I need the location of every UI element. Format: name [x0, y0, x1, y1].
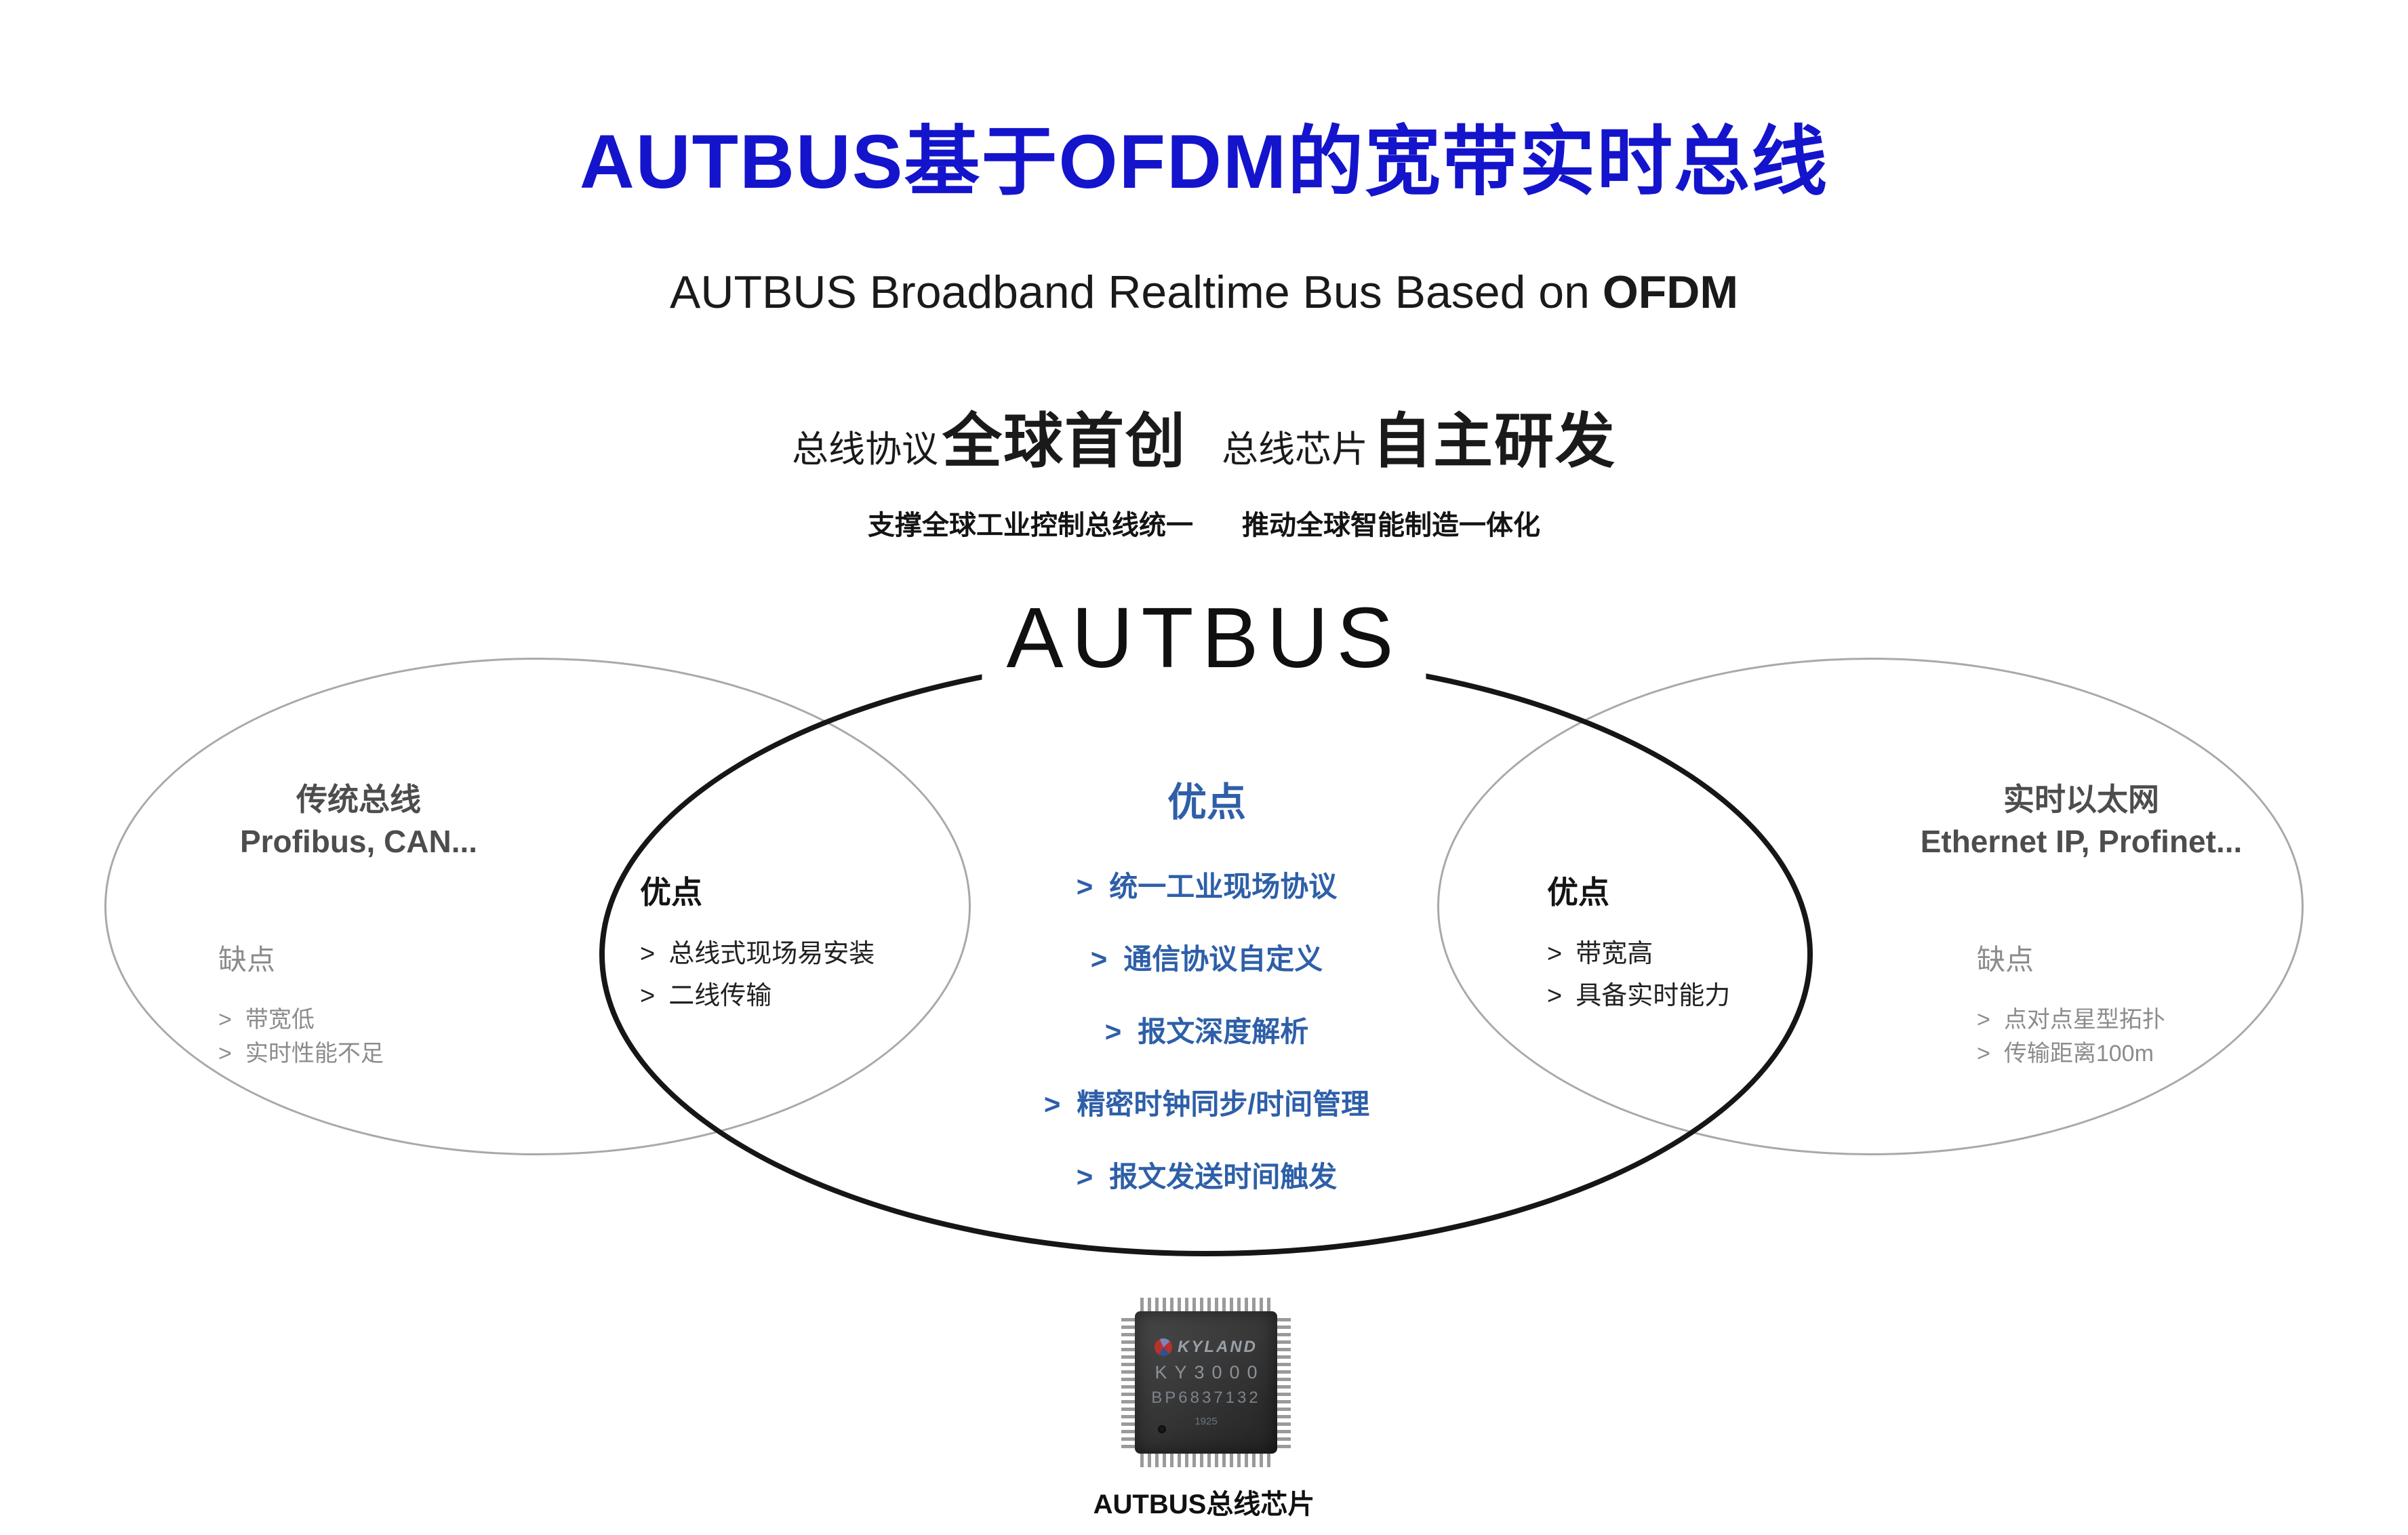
ethernet-cons-list: > 点对点星型拓扑 > 传输距离100m — [1977, 1003, 2165, 1071]
chip-pins-left — [1121, 1317, 1135, 1448]
legacy-bus-subtitle: Profibus, CAN... — [239, 824, 478, 860]
chip-body: KYLAND KY3000 BP6837132 1925 — [1135, 1311, 1277, 1454]
cons-item-text: 传输距离100m — [2003, 1041, 2154, 1066]
ethernet-subtitle: Ethernet IP, Profinet... — [1920, 824, 2243, 860]
chip-caption: AUTBUS总线芯片 — [1093, 1490, 1315, 1519]
legacy-overlap-pros: 优点 > 总线式现场易安装 > 二线传输 — [640, 868, 875, 1017]
pros-item-text: 统一工业现场协议 — [1109, 871, 1338, 902]
pros-item-text: 二线传输 — [668, 982, 772, 1010]
bullet-glyph: > — [1977, 1041, 1990, 1066]
bullet-glyph: > — [1977, 1007, 1990, 1033]
tagline-chip-value: 自主研发 — [1372, 407, 1617, 475]
cons-item-text: 带宽低 — [245, 1007, 315, 1033]
tagline-chip: 总线芯片 自主研发 — [1222, 393, 1616, 479]
pros-item-text: 总线式现场易安装 — [668, 940, 875, 968]
ethernet-group: 实时以太网 Ethernet IP, Profinet... — [1861, 778, 2302, 862]
legacy-bus-group: 传统总线 Profibus, CAN... — [152, 778, 565, 862]
pros-item-text: 报文深度解析 — [1138, 1016, 1309, 1048]
autbus-label: AUTBUS — [982, 589, 1426, 687]
caption-integrate: 推动全球智能制造一体化 — [1242, 511, 1540, 540]
chip-date-code: 1925 — [1195, 1416, 1218, 1427]
ethernet-cons: 缺点 > 点对点星型拓扑 > 传输距离100m — [1977, 937, 2165, 1071]
caption-row: 支撑全球工业控制总线统一 推动全球智能制造一体化 — [0, 503, 2408, 542]
bullet-glyph: > — [1043, 1088, 1061, 1120]
legacy-overlap-pros-title: 优点 — [640, 875, 702, 910]
autbus-pros: 优点 > 统一工业现场协议 > 通信协议自定义 > 报文深度解析 > 精密时钟同步/时间… — [942, 770, 1471, 1227]
ethernet-cons-title: 缺点 — [1977, 944, 2034, 976]
bullet-glyph: > — [1547, 940, 1563, 968]
pros-item-text: 带宽高 — [1576, 940, 1653, 968]
pros-item: > 精密时钟同步/时间管理 — [942, 1081, 1471, 1123]
bullet-glyph: > — [640, 940, 656, 968]
kyland-logo-icon — [1155, 1338, 1172, 1356]
cons-item: > 传输距离100m — [1977, 1037, 2165, 1071]
ethernet-overlap-pros-list: > 带宽高 > 具备实时能力 — [1547, 933, 1730, 1017]
cons-item: > 点对点星型拓扑 — [1977, 1003, 2165, 1037]
pros-item-text: 具备实时能力 — [1576, 982, 1731, 1010]
pros-item: > 带宽高 — [1547, 933, 1730, 975]
ethernet-overlap-pros: 优点 > 带宽高 > 具备实时能力 — [1547, 868, 1730, 1017]
bullet-glyph: > — [1090, 943, 1108, 975]
bullet-glyph: > — [1104, 1016, 1122, 1048]
pros-item: > 具备实时能力 — [1547, 975, 1730, 1017]
bullet-glyph: > — [218, 1007, 232, 1033]
caption-unify: 支撑全球工业控制总线统一 — [868, 511, 1193, 540]
pros-item: > 二线传输 — [640, 975, 875, 1017]
cons-item-text: 点对点星型拓扑 — [2003, 1007, 2165, 1033]
tagline-protocol-value: 全球首创 — [942, 407, 1186, 475]
cons-item: > 实时性能不足 — [218, 1037, 384, 1071]
subtitle-emphasis: OFDM — [1602, 266, 1739, 318]
cons-item: > 带宽低 — [218, 1003, 384, 1037]
chip-brand: KYLAND — [1178, 1338, 1258, 1356]
pros-item-text: 报文发送时间触发 — [1109, 1161, 1338, 1193]
chip-part-number: BP6837132 — [1151, 1389, 1261, 1407]
autbus-pros-list: >统一工业现场协议 >通信协议自定义 >报文深度解析 >精密时钟同步/时间管理 … — [942, 864, 1471, 1195]
pros-item: > 统一工业现场协议 — [942, 864, 1471, 905]
bullet-glyph: > — [640, 982, 656, 1010]
legacy-bus-cons-title: 缺点 — [218, 944, 276, 976]
cons-item-text: 实时性能不足 — [245, 1041, 384, 1066]
pros-item: > 通信协议自定义 — [942, 936, 1471, 978]
pros-item-text: 精密时钟同步/时间管理 — [1077, 1088, 1370, 1120]
bullet-glyph: > — [1076, 1161, 1093, 1193]
chip-pins-bottom — [1140, 1454, 1272, 1467]
ethernet-title: 实时以太网 — [2003, 782, 2159, 817]
bullet-glyph: > — [1076, 871, 1093, 902]
tagline-protocol-label: 总线协议 — [791, 429, 938, 470]
pros-item: > 报文深度解析 — [942, 1009, 1471, 1050]
chip-image: KYLAND KY3000 BP6837132 1925 — [1121, 1298, 1291, 1467]
legacy-overlap-pros-list: > 总线式现场易安装 > 二线传输 — [640, 933, 875, 1017]
pros-item: > 总线式现场易安装 — [640, 933, 875, 975]
bullet-glyph: > — [218, 1041, 232, 1066]
legacy-bus-cons-list: > 带宽低 > 实时性能不足 — [218, 1003, 384, 1071]
page-title: AUTBUS基于OFDM的宽带实时总线 — [579, 119, 1829, 204]
legacy-bus-cons: 缺点 > 带宽低 > 实时性能不足 — [218, 937, 384, 1071]
legacy-bus-title: 传统总线 — [296, 782, 421, 817]
chip-pins-right — [1277, 1317, 1291, 1448]
pros-item-text: 通信协议自定义 — [1123, 943, 1323, 975]
pros-item: > 报文发送时间触发 — [942, 1154, 1471, 1195]
tagline-row: 总线协议 全球首创 总线芯片 自主研发 — [0, 393, 2408, 479]
chip-logo-row: KYLAND — [1155, 1338, 1258, 1357]
chip-model: KY3000 — [1155, 1362, 1265, 1382]
ethernet-overlap-pros-title: 优点 — [1547, 875, 1609, 910]
tagline-chip-label: 总线芯片 — [1222, 429, 1368, 470]
bullet-glyph: > — [1547, 982, 1563, 1010]
autbus-pros-title: 优点 — [1167, 780, 1246, 824]
tagline-protocol: 总线协议 全球首创 — [792, 393, 1186, 479]
subtitle-text: AUTBUS Broadband Realtime Bus Based on — [669, 266, 1603, 318]
chip-pin1-marker-icon — [1158, 1425, 1166, 1433]
chip-pins-top — [1140, 1298, 1272, 1311]
page-subtitle: AUTBUS Broadband Realtime Bus Based on O… — [0, 266, 2408, 319]
